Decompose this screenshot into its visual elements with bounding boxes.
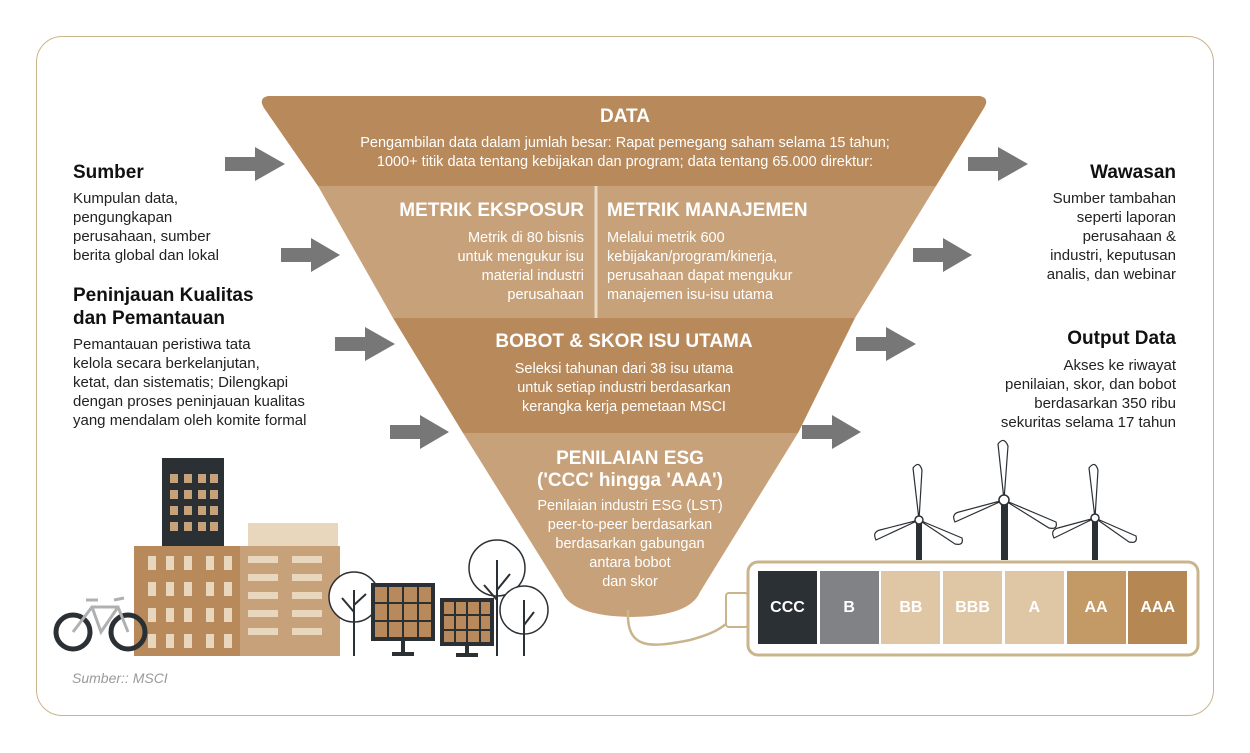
funnel-weight-band [393,318,855,433]
source-desc-line: perusahaan, sumber [73,228,211,245]
arrow-icon-right-4 [802,415,861,449]
rating-segment-bbb: BBB [943,571,1003,644]
funnel-metric-band [318,186,936,318]
solar-panel-icon-2 [440,598,494,657]
rating-desc-line: berdasarkan gabungan [555,536,705,552]
data-title: DATA [600,106,650,127]
wind-turbine-icon-3 [1052,463,1137,560]
insight-desc-line: seperti laporan [1076,209,1176,226]
funnel-rating-band [463,433,798,617]
weight-desc-line: Seleksi tahunan dari 38 isu utama [514,361,734,377]
rating-title-line: PENILAIAN ESG [556,448,704,469]
arrow-icon-left-1 [225,147,285,181]
output-desc-line: berdasarkan 350 ribu [1034,395,1176,412]
arrow-icon-left-4 [390,415,449,449]
rating-segment-aa: AA [1066,571,1126,644]
management-desc-line: perusahaan dapat mengukur [607,268,793,284]
output-title: Output Data [1067,328,1176,349]
rating-desc-line: dan skor [602,574,658,590]
source-note: Sumber:: MSCI [72,670,168,686]
exposure-desc-line: material industri [481,268,584,284]
arrow-icon-left-3 [335,327,395,361]
arrow-icon-right-2 [913,238,972,272]
rating-title-line: ('CCC' hingga 'AAA') [537,470,723,491]
arrow-icon-right-3 [856,327,916,361]
rating-description: Penilaian industri ESG (LST) peer-to-pee… [510,497,750,592]
tree-icon-2 [468,539,549,656]
management-description: Melalui metrik 600 kebijakan/program/kin… [607,229,867,305]
wind-turbine-icon-1 [874,463,963,560]
source-desc-line: pengungkapan [73,209,173,226]
quality-title: Peninjauan Kualitas dan Pemantauan [73,284,313,330]
exposure-desc-line: perusahaan [507,287,584,303]
insight-description: Sumber tambahan seperti laporan perusaha… [996,189,1176,284]
quality-desc-line: Pemantauan peristiwa tata [73,336,251,353]
funnel-data-band [261,96,987,186]
output-desc-line: penilaian, skor, dan bobot [1005,376,1176,393]
quality-desc-line: dengan proses peninjauan kualitas [73,393,305,410]
weight-title: BOBOT & SKOR ISU UTAMA [495,331,753,352]
weight-desc-line: kerangka kerja pemetaan MSCI [522,399,726,415]
exposure-desc-line: Metrik di 80 bisnis [467,230,584,246]
quality-description: Pemantauan peristiwa tata kelola secara … [73,335,373,430]
quality-title-line: dan Pemantauan [73,308,226,329]
arrow-icon-right-1 [968,147,1028,181]
source-desc-line: berita global dan lokal [73,247,219,264]
rating-desc-line: antara bobot [589,555,671,571]
output-description: Akses ke riwayat penilaian, skor, dan bo… [956,356,1176,432]
source-title: Sumber [73,162,144,183]
solar-panel-icon-1 [371,583,435,656]
quality-title-line: Peninjauan Kualitas [73,285,254,306]
management-desc-line: manajemen isu-isu utama [607,287,774,303]
weight-desc-line: untuk setiap industri berdasarkan [517,380,731,396]
management-desc-line: Melalui metrik 600 [607,230,725,246]
weight-description: Seleksi tahunan dari 38 isu utama untuk … [444,360,804,417]
source-description: Kumpulan data, pengungkapan perusahaan, … [73,189,273,265]
insight-desc-line: industri, keputusan [1050,247,1176,264]
insight-desc-line: analis, dan webinar [1046,266,1176,283]
insight-title: Wawasan [1090,162,1176,183]
arrow-icon-left-2 [281,238,340,272]
outer-frame [36,36,1214,716]
insight-desc-line: Sumber tambahan [1052,190,1176,207]
exposure-title: METRIK EKSPOSUR [399,200,584,221]
rating-segment-b: B [819,571,879,644]
rating-title: PENILAIAN ESG ('CCC' hingga 'AAA') [500,448,760,492]
rating-segment-bb: BB [881,571,941,644]
data-desc-line: Pengambilan data dalam jumlah besar: Rap… [360,135,890,151]
management-title: METRIK MANAJEMEN [607,200,808,221]
wind-turbine-icon-2 [953,439,1057,560]
exposure-description: Metrik di 80 bisnis untuk mengukur isu m… [380,229,584,305]
rating-segment-a: A [1004,571,1064,644]
insight-desc-line: perusahaan & [1082,228,1176,245]
buildings-icon [134,458,340,656]
exposure-desc-line: untuk mengukur isu [457,249,584,265]
rating-desc-line: peer-to-peer berdasarkan [547,517,713,533]
output-desc-line: Akses ke riwayat [1063,357,1176,374]
data-description: Pengambilan data dalam jumlah besar: Rap… [280,134,970,172]
management-desc-line: kebijakan/program/kinerja, [607,249,778,265]
quality-desc-line: kelola secara berkelanjutan, [73,355,260,372]
quality-desc-line: yang mendalam oleh komite formal [73,412,307,429]
rating-desc-line: Penilaian industri ESG (LST) [537,498,723,514]
output-desc-line: sekuritas selama 17 tahun [1000,414,1176,431]
data-desc-line: 1000+ titik data tentang kebijakan dan p… [376,154,874,170]
bicycle-icon [53,596,148,652]
rating-segment-ccc: CCC [758,571,817,644]
source-desc-line: Kumpulan data, [73,190,179,207]
quality-desc-line: ketat, dan sistematis; Dilengkapi [73,374,289,391]
rating-segment-aaa: AAA [1128,571,1188,644]
